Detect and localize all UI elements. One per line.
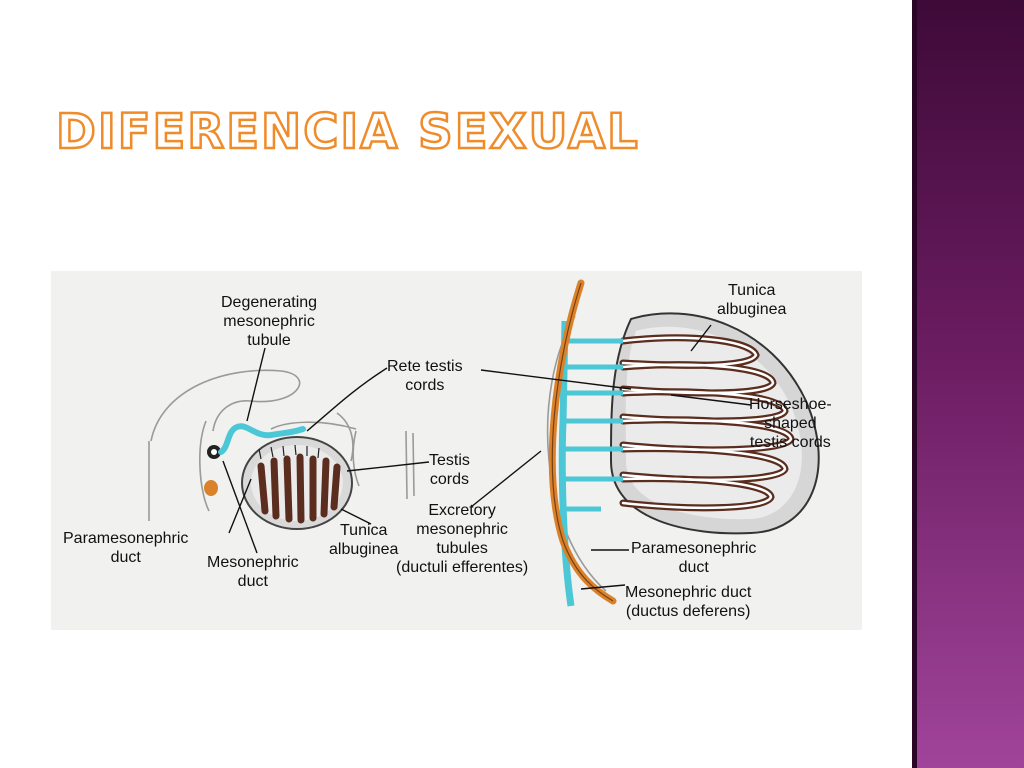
label-tunica-left: Tunica albuginea — [329, 522, 399, 558]
label-excretory-tubules: Excretory mesonephric tubules (ductuli e… — [396, 502, 529, 576]
side-band-edge — [912, 0, 917, 768]
label-paramesonephric-left: Paramesonephric duct — [63, 530, 189, 566]
label-rete-testis: Rete testis cords — [387, 358, 463, 394]
slide-title: DIFERENCIA SEXUAL — [55, 103, 640, 162]
label-testis-cords: Testis cords — [429, 452, 470, 488]
mesonephric-duct-right — [558, 320, 575, 607]
label-mesonephric-right: Mesonephric duct (ductus deferens) — [625, 584, 752, 620]
label-mesonephric-left: Mesonephric duct — [207, 554, 299, 590]
leader-lines — [222, 324, 752, 590]
label-degenerating-tubule: Degenerating mesonephric tubule — [221, 294, 318, 349]
label-paramesonephric-right: Paramesonephric duct — [631, 540, 757, 576]
label-tunica-right: Tunica albuginea — [717, 282, 787, 318]
embryology-figure: Degenerating mesonephric tubule Rete tes… — [51, 271, 862, 630]
right-panel — [546, 279, 820, 607]
paramesonephric-duct-left — [204, 480, 218, 496]
degenerating-tubule — [218, 423, 306, 455]
side-decoration-band — [912, 0, 1024, 768]
figure-drawing — [148, 279, 820, 607]
label-horseshoe-cords: Horseshoe- shaped testis cords — [749, 396, 832, 451]
excretory-tubules — [563, 338, 623, 512]
left-testis — [241, 436, 353, 530]
